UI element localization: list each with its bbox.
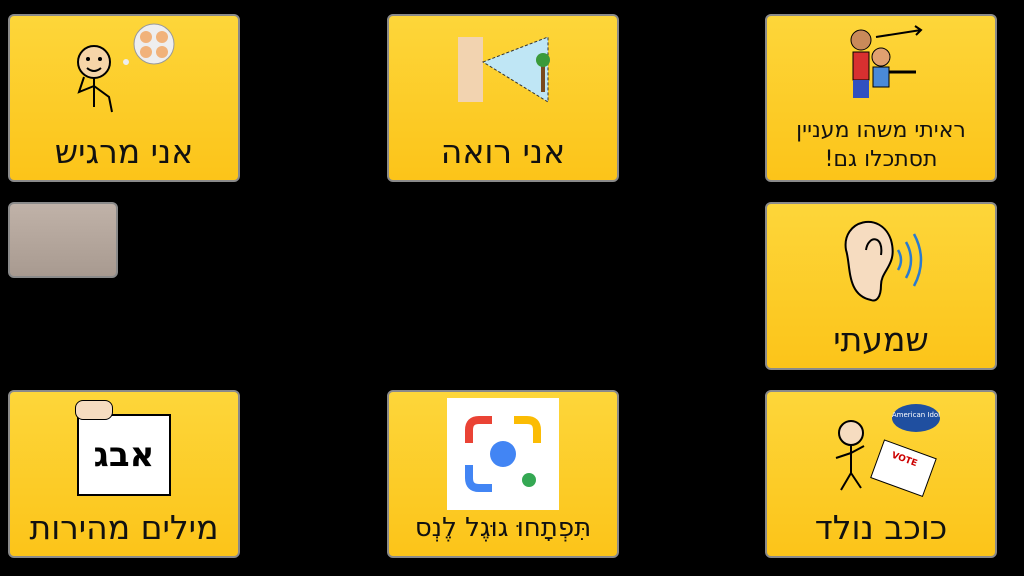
tile-label: תִּפְתָחוּ גוּגֶל לֶנְס — [414, 513, 592, 543]
pointing-look-icon — [767, 22, 995, 102]
tile-quick-words[interactable]: אבג מילים מהירות — [8, 390, 240, 558]
tile-saw-something-interesting[interactable]: ראיתי משהו מעניין תסתכלו גם! — [765, 14, 997, 182]
tile-label: שמעתי — [833, 320, 929, 359]
tile-label-line2: תסתכלו גם! — [824, 147, 938, 172]
seeing-icon — [389, 22, 617, 122]
badge-text: American Idol — [892, 411, 940, 419]
tile-label: אני מרגיש — [54, 132, 194, 171]
tile-label: מילים מהירות — [29, 508, 219, 547]
google-lens-icon — [389, 398, 617, 510]
tile-label: ראיתי משהו מעניין תסתכלו גם! — [767, 116, 995, 174]
tile-a-star-is-born[interactable]: American Idol VOTE כוכב נולד — [765, 390, 997, 558]
tile-i-heard[interactable]: שמעתי — [765, 202, 997, 370]
tile-label: אני רואה — [440, 132, 566, 171]
blank-tile[interactable] — [8, 202, 118, 278]
singing-vote-icon: American Idol VOTE — [767, 398, 995, 498]
tile-i-see[interactable]: אני רואה — [387, 14, 619, 182]
feelings-icon — [10, 22, 238, 122]
tile-label-line1: ראיתי משהו מעניין — [796, 118, 966, 143]
ear-hearing-icon — [767, 210, 995, 310]
alphabet-card-icon: אבג — [10, 398, 238, 498]
card-text: אבג — [93, 435, 155, 475]
tile-i-feel[interactable]: אני מרגיש — [8, 14, 240, 182]
tile-open-google-lens[interactable]: תִּפְתָחוּ גוּגֶל לֶנְס — [387, 390, 619, 558]
tile-label: כוכב נולד — [814, 508, 948, 547]
